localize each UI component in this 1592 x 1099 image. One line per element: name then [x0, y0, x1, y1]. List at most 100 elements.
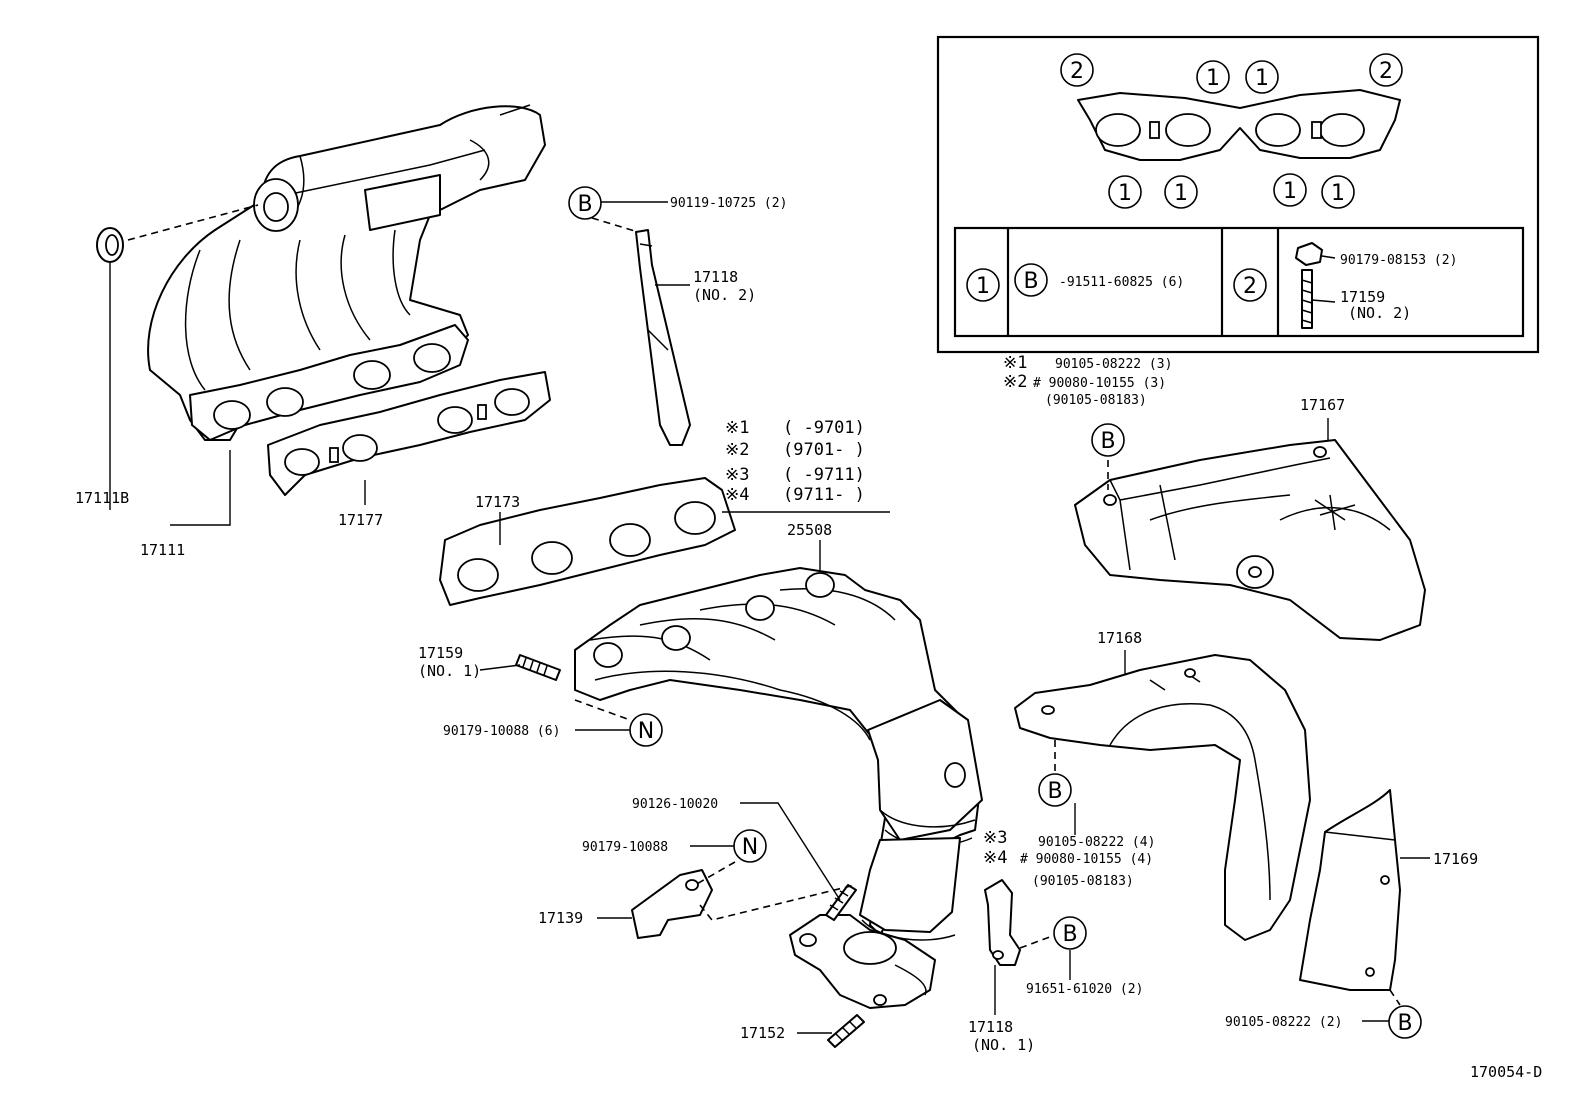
- label-17173: 17173: [475, 493, 520, 511]
- position-1-label: 1: [1255, 66, 1269, 91]
- label-90179-10088-6: 90179-10088 (6): [443, 724, 560, 739]
- label-17159-no1: 17159: [418, 644, 463, 662]
- date-range-3: ( -9711): [783, 465, 865, 485]
- label-17118-no2: 17118: [693, 268, 738, 286]
- label-17111: 17111: [140, 541, 185, 559]
- position-1-label: 1: [1206, 66, 1220, 91]
- note-marker-2: ※2: [1003, 372, 1027, 392]
- note-marker-1: ※1: [1003, 353, 1027, 373]
- note-marker-1: ※1: [725, 418, 749, 438]
- manifold-stay-no1[interactable]: [984, 879, 1021, 966]
- b-marker-label: B: [577, 192, 592, 217]
- inset-nut-bolt: [1295, 242, 1336, 329]
- label-90080-10155-3: # 90080-10155 (3): [1033, 376, 1166, 391]
- label-90105-08183-b: (90105-08183): [1032, 874, 1134, 889]
- label-17177: 17177: [338, 511, 383, 529]
- callout-labels: 17111B 17111 17177 17118 (NO. 2) 90119-1…: [75, 196, 1542, 1081]
- heat-insulator-17168[interactable]: [1014, 654, 1311, 941]
- position-1-marker: [1245, 60, 1279, 94]
- date-range-4: (9711- ): [783, 485, 865, 505]
- b-marker-label: B: [1397, 1011, 1412, 1036]
- leader-lines: [109, 201, 1430, 1034]
- converter-flange[interactable]: [789, 914, 936, 1009]
- label-90119-10725: 90119-10725 (2): [670, 196, 787, 211]
- b-marker: [1388, 1005, 1422, 1039]
- label-17111b: 17111B: [75, 489, 129, 507]
- position-2-marker: [1233, 268, 1267, 302]
- stud-17152[interactable]: [827, 1014, 865, 1048]
- b-marker: [1091, 423, 1125, 457]
- b-marker: [568, 186, 602, 220]
- position-1-label: 1: [1174, 181, 1188, 206]
- date-range-2: (9701- ): [783, 440, 865, 460]
- n-marker: [629, 713, 663, 747]
- position-1-marker: [966, 268, 1000, 302]
- label-17167: 17167: [1300, 396, 1345, 414]
- label-17168: 17168: [1097, 629, 1142, 647]
- manifold-stay-no2[interactable]: [635, 229, 691, 446]
- exhaust-gasket-17173[interactable]: [439, 477, 736, 606]
- b-marker-label: B: [1100, 429, 1115, 454]
- gasket-ring-17111b[interactable]: [96, 227, 124, 263]
- stud-90126[interactable]: [825, 884, 857, 921]
- label-17118-no1: 17118: [968, 1018, 1013, 1036]
- inset-panel: [936, 35, 1540, 354]
- label-90105-08222-3: 90105-08222 (3): [1055, 357, 1172, 372]
- label-17159-no1-sub: (NO. 1): [418, 662, 481, 680]
- label-91651-61020: 91651-61020 (2): [1026, 982, 1143, 997]
- label-90105-08183-a: (90105-08183): [1045, 393, 1147, 408]
- position-1-label: 1: [1118, 181, 1132, 206]
- position-2-marker: [1060, 53, 1094, 87]
- label-17159-no2-sub: (NO. 2): [1348, 304, 1411, 322]
- b-marker: [1053, 916, 1087, 950]
- dash-bracket-to-converter: [699, 884, 856, 921]
- exhaust-manifold-25508[interactable]: [574, 567, 983, 941]
- label-17118-no2-sub: (NO. 2): [693, 286, 756, 304]
- position-2-label: 2: [1243, 274, 1257, 299]
- position-1-label: 1: [976, 274, 990, 299]
- n-marker-label: N: [742, 835, 758, 860]
- figure-id: 170054-D: [1470, 1063, 1542, 1081]
- note-marker-3: ※3: [725, 465, 749, 485]
- label-17159-no2: 17159: [1340, 288, 1385, 306]
- b-marker: [1038, 773, 1072, 807]
- b-marker: [1014, 263, 1048, 297]
- inset-gasket: [1077, 89, 1401, 161]
- label-90105-08222-4: 90105-08222 (4): [1038, 835, 1155, 850]
- gasket-17177[interactable]: [267, 371, 551, 496]
- n-marker: [733, 829, 767, 863]
- b-marker-label: B: [1047, 779, 1062, 804]
- label-90080-10155-4: # 90080-10155 (4): [1020, 852, 1153, 867]
- stud-17159-no1[interactable]: [515, 654, 561, 681]
- label-90179-10088: 90179-10088: [582, 840, 668, 855]
- heat-insulator-17167[interactable]: [1074, 439, 1426, 641]
- position-2-label: 2: [1070, 59, 1084, 84]
- position-1-marker: [1321, 175, 1355, 209]
- position-1-marker: [1108, 175, 1142, 209]
- b-marker-label: B: [1062, 922, 1077, 947]
- symbol-markers: B N N B B B B B 2 1 1 2 1 1 1 1 1: [568, 53, 1422, 1039]
- position-2-label: 2: [1379, 59, 1393, 84]
- note-marker-4: ※4: [725, 485, 749, 505]
- position-2-marker: [1369, 53, 1403, 87]
- note-marker-3: ※3: [983, 828, 1007, 848]
- note-marker-4: ※4: [983, 848, 1007, 868]
- heat-insulator-17169[interactable]: [1299, 789, 1401, 991]
- n-marker-label: N: [638, 719, 654, 744]
- b-marker-label: B: [1023, 269, 1038, 294]
- note-marker-2: ※2: [725, 440, 749, 460]
- intake-manifold-17111[interactable]: [147, 104, 546, 441]
- position-1-marker: [1273, 173, 1307, 207]
- label-90105-08222-2: 90105-08222 (2): [1225, 1015, 1342, 1030]
- bracket-17139[interactable]: [631, 869, 713, 939]
- label-91511-60825: -91511-60825 (6): [1059, 275, 1184, 290]
- position-1-label: 1: [1331, 181, 1345, 206]
- label-90126-10020: 90126-10020: [632, 797, 718, 812]
- label-17152: 17152: [740, 1024, 785, 1042]
- position-1-marker: [1164, 175, 1198, 209]
- label-17169: 17169: [1433, 850, 1478, 868]
- label-17139: 17139: [538, 909, 583, 927]
- position-1-marker: [1196, 60, 1230, 94]
- dash-ring-to-manifold: [127, 204, 259, 241]
